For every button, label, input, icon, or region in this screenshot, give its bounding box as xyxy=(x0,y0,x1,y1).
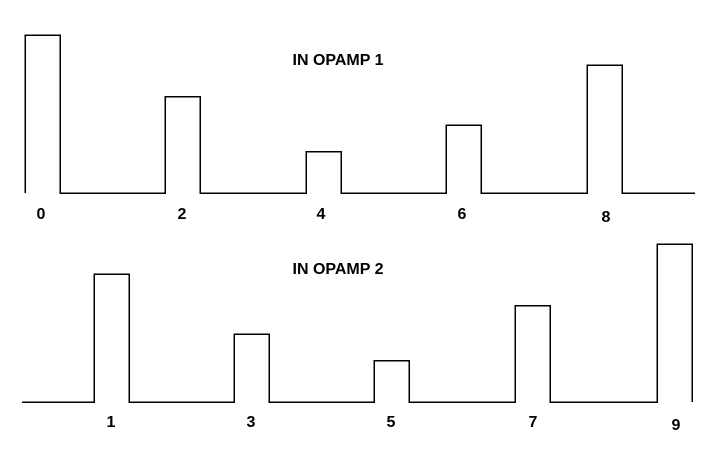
waveform-line-opamp-2 xyxy=(22,243,693,403)
waveform-title-opamp-2: IN OPAMP 2 xyxy=(293,261,384,278)
pulse-label: 5 xyxy=(387,414,396,431)
waveform-opamp-1: IN OPAMP 1 0 2 4 6 8 xyxy=(24,34,695,226)
pulse-label: 8 xyxy=(602,209,611,226)
pulse-label: 6 xyxy=(458,206,467,223)
pulse-label: 7 xyxy=(529,414,538,431)
waveform-opamp-2: IN OPAMP 2 1 3 5 7 9 xyxy=(22,243,693,434)
pulse-label: 3 xyxy=(247,414,256,431)
waveform-title-opamp-1: IN OPAMP 1 xyxy=(293,52,384,69)
pulse-label: 2 xyxy=(178,206,187,223)
pulse-label: 9 xyxy=(672,417,681,434)
waveform-line-opamp-1 xyxy=(24,34,695,194)
pulse-labels-opamp-1: 0 2 4 6 8 xyxy=(37,206,611,226)
pulse-label: 1 xyxy=(107,414,116,431)
pulse-labels-opamp-2: 1 3 5 7 9 xyxy=(107,414,681,434)
pulse-label: 0 xyxy=(37,206,46,223)
pulse-label: 4 xyxy=(317,206,326,223)
